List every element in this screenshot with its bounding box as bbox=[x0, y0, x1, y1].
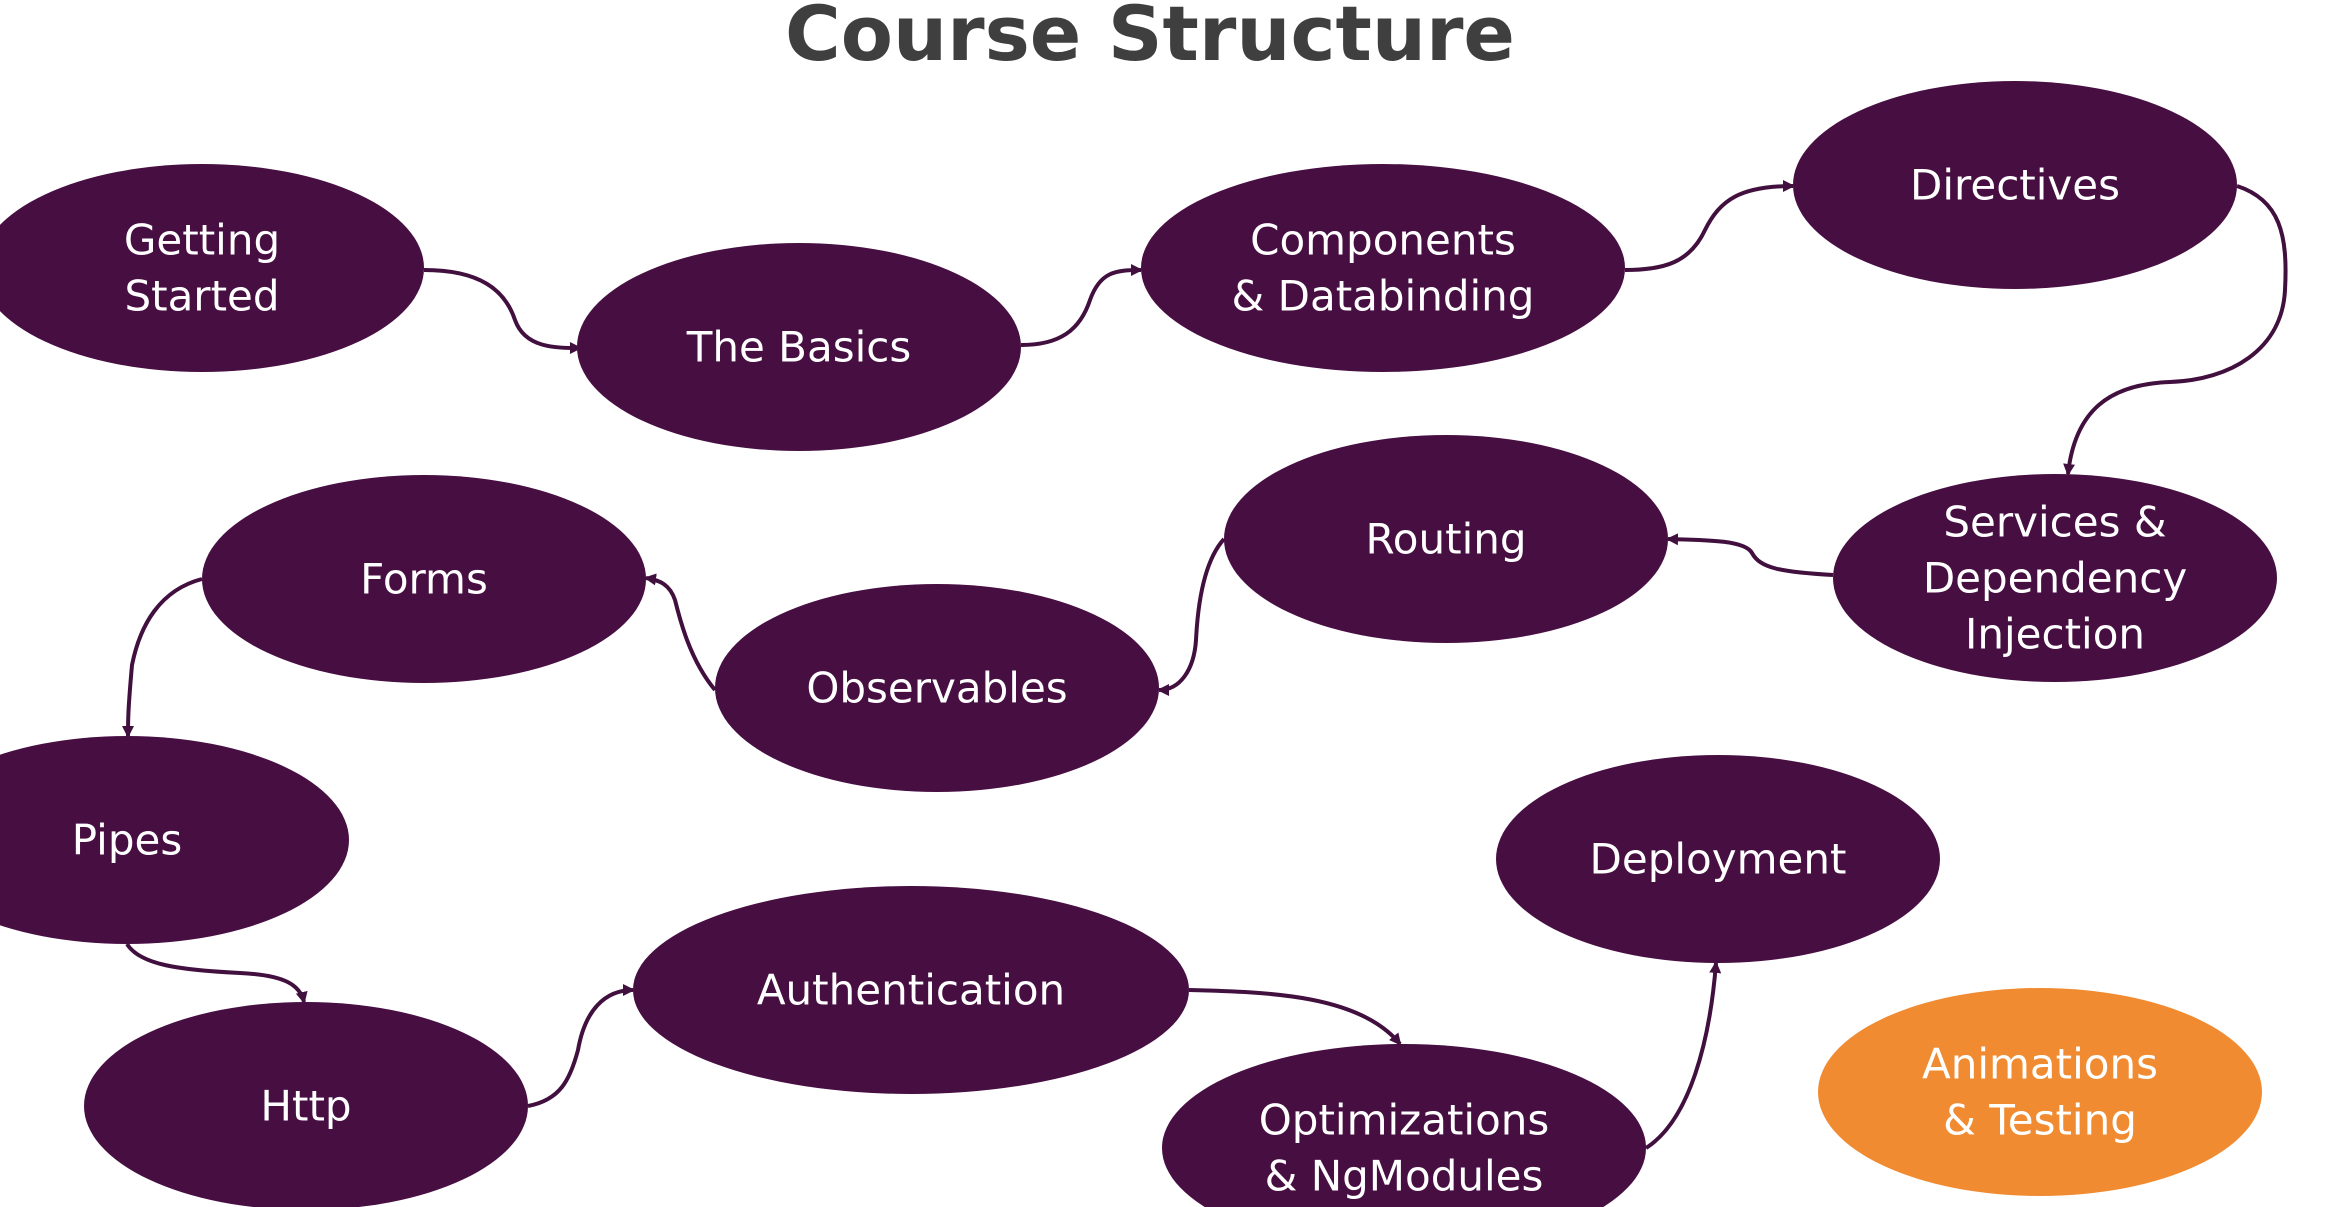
node-ellipse-observables bbox=[715, 584, 1159, 792]
node-observables: Observables bbox=[715, 584, 1159, 792]
node-label-routing: Routing bbox=[1365, 515, 1526, 564]
connectors-layer bbox=[122, 180, 2288, 1150]
node-ellipse-deployment bbox=[1496, 755, 1940, 963]
node-label-services-di: Injection bbox=[1965, 610, 2145, 659]
node-ellipse-authentication bbox=[633, 886, 1189, 1094]
node-label-getting-started: Started bbox=[124, 272, 279, 321]
node-components-databinding: Components & Databinding bbox=[1141, 164, 1625, 372]
node-label-authentication: Authentication bbox=[757, 966, 1065, 1015]
arrow-the-basics-to-components-databinding bbox=[1020, 264, 1143, 347]
arrow-components-databinding-to-directives bbox=[1624, 180, 1795, 272]
node-label-animations-testing: Animations bbox=[1922, 1040, 2158, 1089]
node-label-pipes: Pipes bbox=[72, 816, 182, 865]
node-ellipse-animations-testing bbox=[1818, 988, 2262, 1196]
node-ellipse-routing bbox=[1224, 435, 1668, 643]
node-http: Http bbox=[84, 1002, 528, 1207]
arrow-http-to-authentication bbox=[527, 984, 635, 1108]
node-ellipse-components-databinding bbox=[1141, 164, 1625, 372]
arrow-services-di-to-routing bbox=[1666, 533, 1834, 577]
node-pipes: Pipes bbox=[0, 736, 349, 944]
node-ellipse-services-di bbox=[1833, 474, 2277, 682]
node-label-optimizations: & NgModules bbox=[1265, 1152, 1544, 1201]
node-animations-testing: Animations & Testing bbox=[1818, 988, 2262, 1196]
node-routing: Routing bbox=[1224, 435, 1668, 643]
node-ellipse-forms bbox=[202, 475, 646, 683]
node-label-the-basics: The Basics bbox=[686, 323, 912, 372]
arrow-forms-to-pipes bbox=[122, 577, 203, 738]
node-forms: Forms bbox=[202, 475, 646, 683]
arrow-pipes-to-http bbox=[125, 942, 308, 1004]
node-ellipse-pipes bbox=[0, 736, 349, 944]
node-the-basics: The Basics bbox=[577, 243, 1021, 451]
node-deployment: Deployment bbox=[1496, 755, 1940, 963]
node-label-services-di: Dependency bbox=[1923, 554, 2187, 603]
node-label-http: Http bbox=[260, 1082, 351, 1131]
node-ellipse-getting-started bbox=[0, 164, 424, 372]
node-directives: Directives bbox=[1793, 81, 2237, 289]
node-ellipse-optimizations bbox=[1162, 1044, 1646, 1207]
node-ellipse-directives bbox=[1793, 81, 2237, 289]
node-ellipse-the-basics bbox=[577, 243, 1021, 451]
page-title: Course Structure bbox=[785, 0, 1515, 78]
arrow-routing-to-observables bbox=[1157, 537, 1226, 696]
node-label-optimizations: Optimizations bbox=[1259, 1096, 1550, 1145]
node-label-observables: Observables bbox=[806, 664, 1067, 713]
arrow-optimizations-to-deployment bbox=[1644, 961, 1722, 1150]
node-authentication: Authentication bbox=[633, 886, 1189, 1094]
node-label-directives: Directives bbox=[1910, 161, 2120, 210]
node-label-getting-started: Getting bbox=[124, 216, 280, 265]
node-label-services-di: Services & bbox=[1943, 498, 2166, 547]
node-label-forms: Forms bbox=[360, 555, 488, 604]
arrow-getting-started-to-the-basics bbox=[423, 268, 582, 354]
node-label-components-databinding: & Databinding bbox=[1232, 272, 1535, 321]
node-label-deployment: Deployment bbox=[1590, 835, 1847, 884]
arrow-authentication-to-optimizations bbox=[1188, 988, 1402, 1046]
arrow-observables-to-forms bbox=[644, 573, 717, 692]
node-label-components-databinding: Components bbox=[1250, 216, 1516, 265]
arrow-directives-to-services-di bbox=[2063, 184, 2288, 476]
node-label-animations-testing: & Testing bbox=[1943, 1096, 2137, 1145]
node-optimizations: Optimizations & NgModules bbox=[1162, 1044, 1646, 1207]
node-ellipse-http bbox=[84, 1002, 528, 1207]
